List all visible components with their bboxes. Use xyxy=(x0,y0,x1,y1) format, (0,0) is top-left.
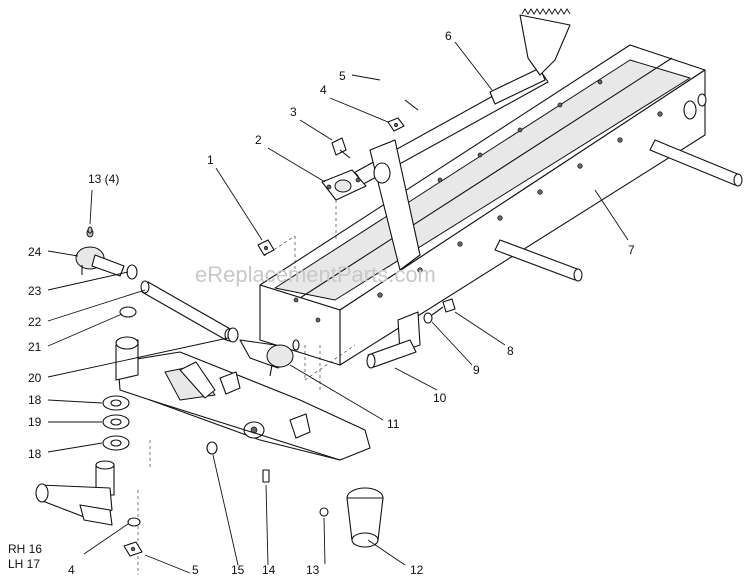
callout-7: 7 xyxy=(628,243,635,257)
flange-bearing xyxy=(321,169,367,201)
tie-rod xyxy=(126,264,239,343)
washer-4-bottom xyxy=(127,517,141,527)
callout-3: 3 xyxy=(290,105,297,119)
callout-12: 12 xyxy=(410,563,424,577)
nut-1 xyxy=(257,239,275,256)
callout-4-bottom: 4 xyxy=(68,563,75,577)
watermark-text: eReplacementParts.com xyxy=(195,262,436,287)
callout-13-bottom: 13 xyxy=(306,563,320,577)
callout-lh-17: LH 17 xyxy=(8,557,40,571)
nut-4-top xyxy=(387,117,405,132)
callout-23: 23 xyxy=(28,284,42,298)
callout-rh-16: RH 16 xyxy=(8,542,42,556)
alignment-lines xyxy=(137,200,356,575)
frame-holes xyxy=(293,79,663,323)
cotter-5-top xyxy=(404,99,419,111)
leader-lines xyxy=(47,41,629,574)
callout-15: 15 xyxy=(231,563,245,577)
callout-18-upper: 18 xyxy=(28,393,42,407)
callout-5-top: 5 xyxy=(339,69,346,83)
pivot-bracket xyxy=(366,311,421,369)
callout-18-lower: 18 xyxy=(28,447,42,461)
callout-6: 6 xyxy=(445,29,452,43)
callout-21: 21 xyxy=(28,340,42,354)
callout-13-top: 13 (4) xyxy=(88,172,119,186)
front-axle xyxy=(117,351,371,461)
callout-1: 1 xyxy=(207,153,214,167)
washer-stack xyxy=(102,395,130,451)
callout-19: 19 xyxy=(28,415,42,429)
nut-5-bottom xyxy=(123,541,143,557)
main-frame xyxy=(259,44,707,366)
ball-joint-11 xyxy=(239,339,300,377)
callout-24: 24 xyxy=(28,245,42,259)
callout-22: 22 xyxy=(28,315,42,329)
grease-fittings xyxy=(87,226,329,517)
callout-5-bottom: 5 xyxy=(192,563,199,577)
rear-cross-rods xyxy=(494,139,743,282)
pedal-shaft-assembly xyxy=(348,8,571,271)
bolt-3 xyxy=(331,137,351,159)
spindle-boss-12 xyxy=(346,487,384,548)
callout-14: 14 xyxy=(262,563,276,577)
callout-20: 20 xyxy=(28,371,42,385)
pedal-serrations xyxy=(521,8,571,15)
callout-11: 11 xyxy=(387,417,400,431)
washer-9 xyxy=(423,312,433,324)
spindle xyxy=(35,460,115,526)
ball-joint-24 xyxy=(75,228,125,277)
callouts: 1 2 3 4 5 6 7 8 9 10 11 12 13 (4) 13 14 … xyxy=(8,29,635,577)
callout-4-top: 4 xyxy=(320,83,327,97)
callout-10: 10 xyxy=(433,391,447,405)
callout-9: 9 xyxy=(473,363,480,377)
bolt-8 xyxy=(431,298,456,316)
bushing-21 xyxy=(115,306,139,381)
callout-2: 2 xyxy=(255,133,262,147)
callout-8: 8 xyxy=(507,344,514,358)
